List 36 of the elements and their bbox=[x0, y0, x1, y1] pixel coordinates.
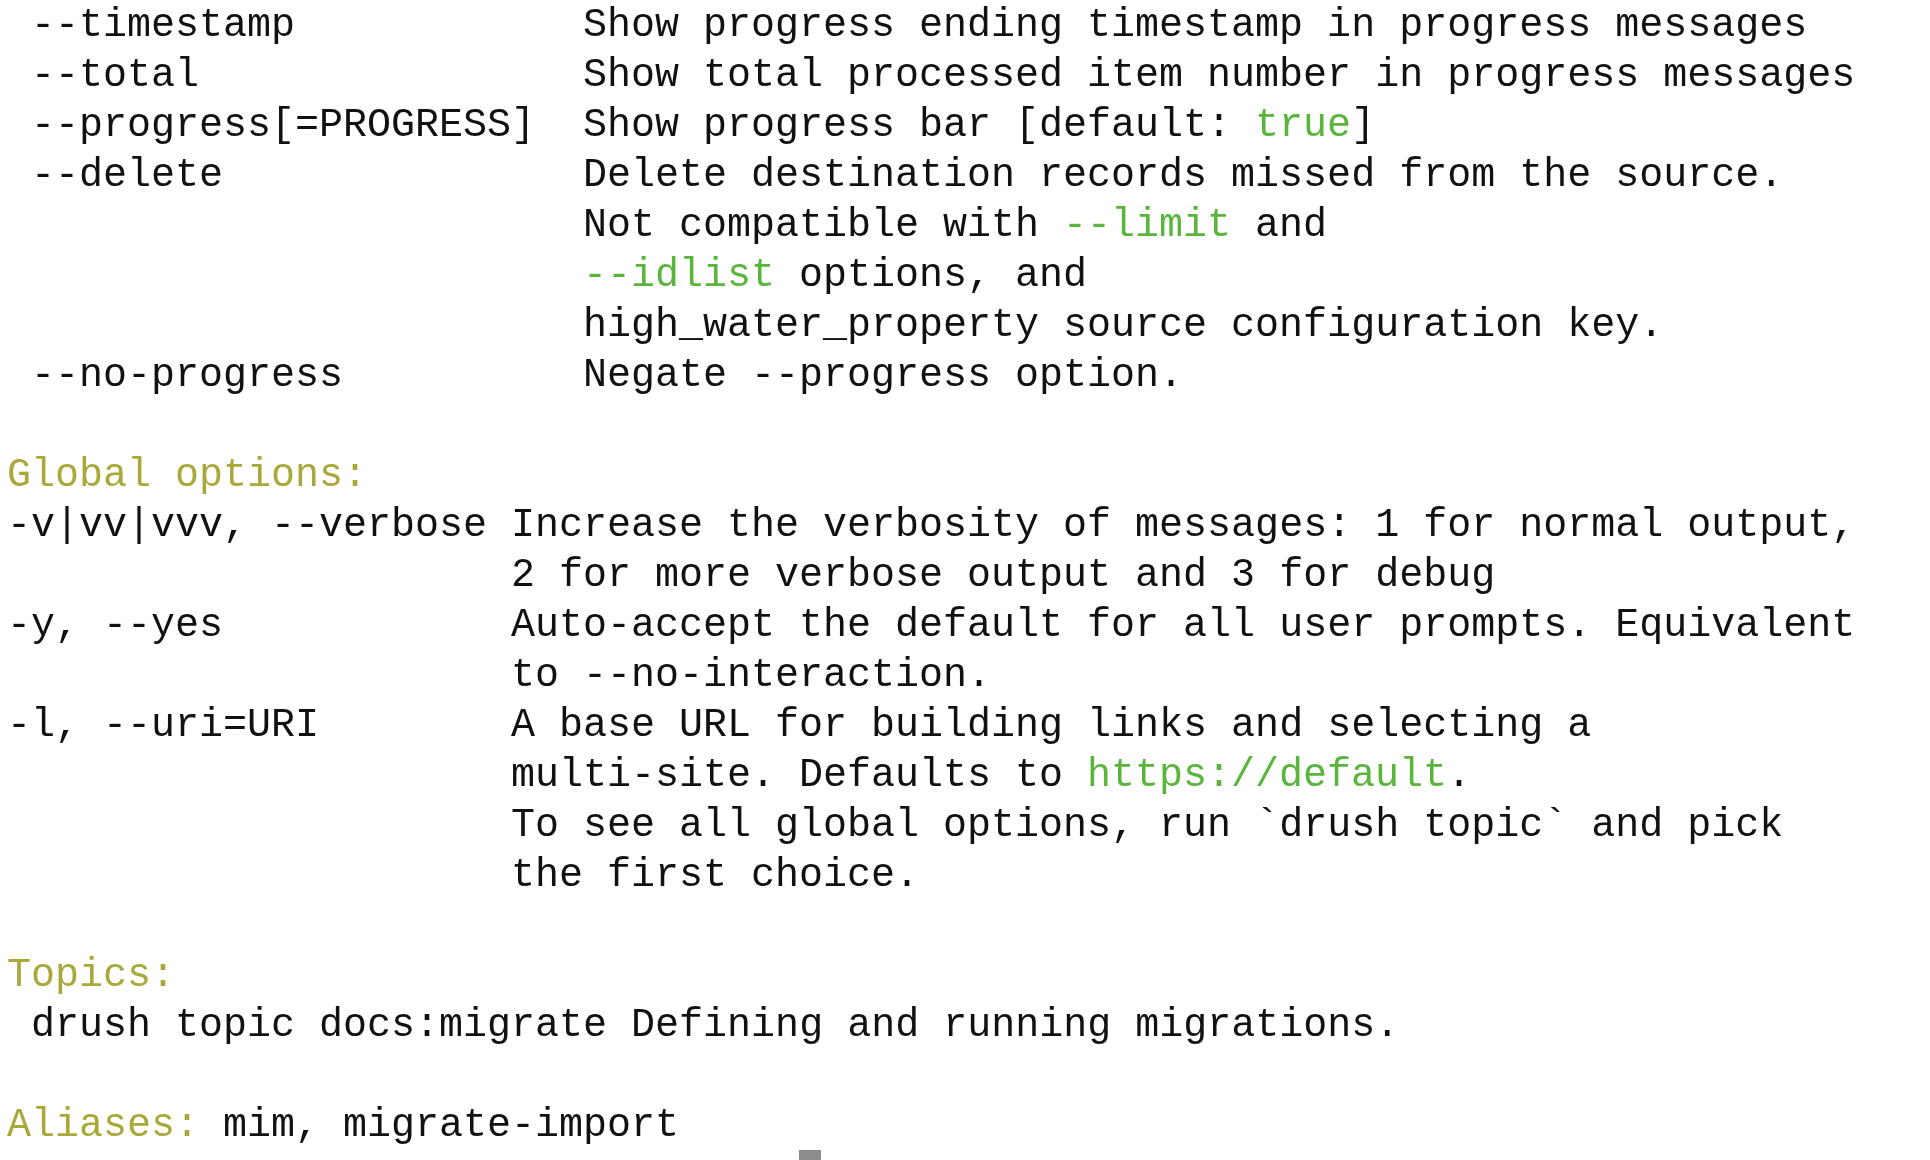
option-description: options, and bbox=[799, 252, 1088, 300]
section-heading: Global options: bbox=[7, 452, 368, 500]
option-description: Increase the verbosity of messages: 1 for normal output, bbox=[511, 502, 1856, 550]
option-reference: --limit bbox=[1063, 202, 1232, 250]
option-description: Not compatible with bbox=[583, 202, 1040, 250]
option-name: -l, --uri=URI bbox=[7, 702, 320, 750]
default-value: true bbox=[1255, 102, 1351, 150]
option-name: --progress[=PROGRESS] bbox=[31, 102, 536, 150]
option-description: A base URL for building links and selecting a bbox=[511, 702, 1592, 750]
topic-description: drush topic docs:migrate Defining and running migrations. bbox=[31, 1002, 1400, 1050]
option-description: Show total processed item number in progress messages bbox=[583, 52, 1856, 100]
option-description: Delete destination records missed from the source. bbox=[583, 152, 1784, 200]
option-name: --delete bbox=[31, 152, 224, 200]
bracket-text: ] bbox=[1351, 102, 1375, 150]
section-heading: Topics: bbox=[7, 952, 176, 1000]
punctuation: . bbox=[1447, 752, 1471, 800]
option-name: --total bbox=[31, 52, 200, 100]
option-description: 2 for more verbose output and 3 for debug bbox=[511, 552, 1496, 600]
option-name: --timestamp bbox=[31, 2, 296, 50]
option-description: Auto-accept the default for all user prompts. Equivalent bbox=[511, 602, 1856, 650]
option-description: the first choice. bbox=[511, 852, 920, 900]
option-description: to --no-interaction. bbox=[511, 652, 992, 700]
option-description: Show progress ending timestamp in progress messages bbox=[583, 2, 1808, 50]
option-reference: --idlist bbox=[583, 252, 776, 300]
option-description: Negate --progress option. bbox=[583, 352, 1184, 400]
default-url: https://default bbox=[1087, 752, 1448, 800]
alias-list: mim, migrate-import bbox=[223, 1101, 680, 1151]
section-heading: Aliases: bbox=[7, 1102, 200, 1150]
option-description: and bbox=[1255, 202, 1327, 250]
option-name: -v|vv|vvv, --verbose bbox=[7, 502, 488, 550]
option-description: To see all global options, run `drush topic` and pick bbox=[511, 802, 1784, 850]
option-description: multi-site. Defaults to bbox=[511, 752, 1064, 800]
option-name: -y, --yes bbox=[7, 602, 224, 650]
option-description: high_water_property source configuration key. bbox=[583, 302, 1664, 350]
option-description: Show progress bar [default: bbox=[583, 102, 1232, 150]
option-name: --no-progress bbox=[31, 352, 344, 400]
